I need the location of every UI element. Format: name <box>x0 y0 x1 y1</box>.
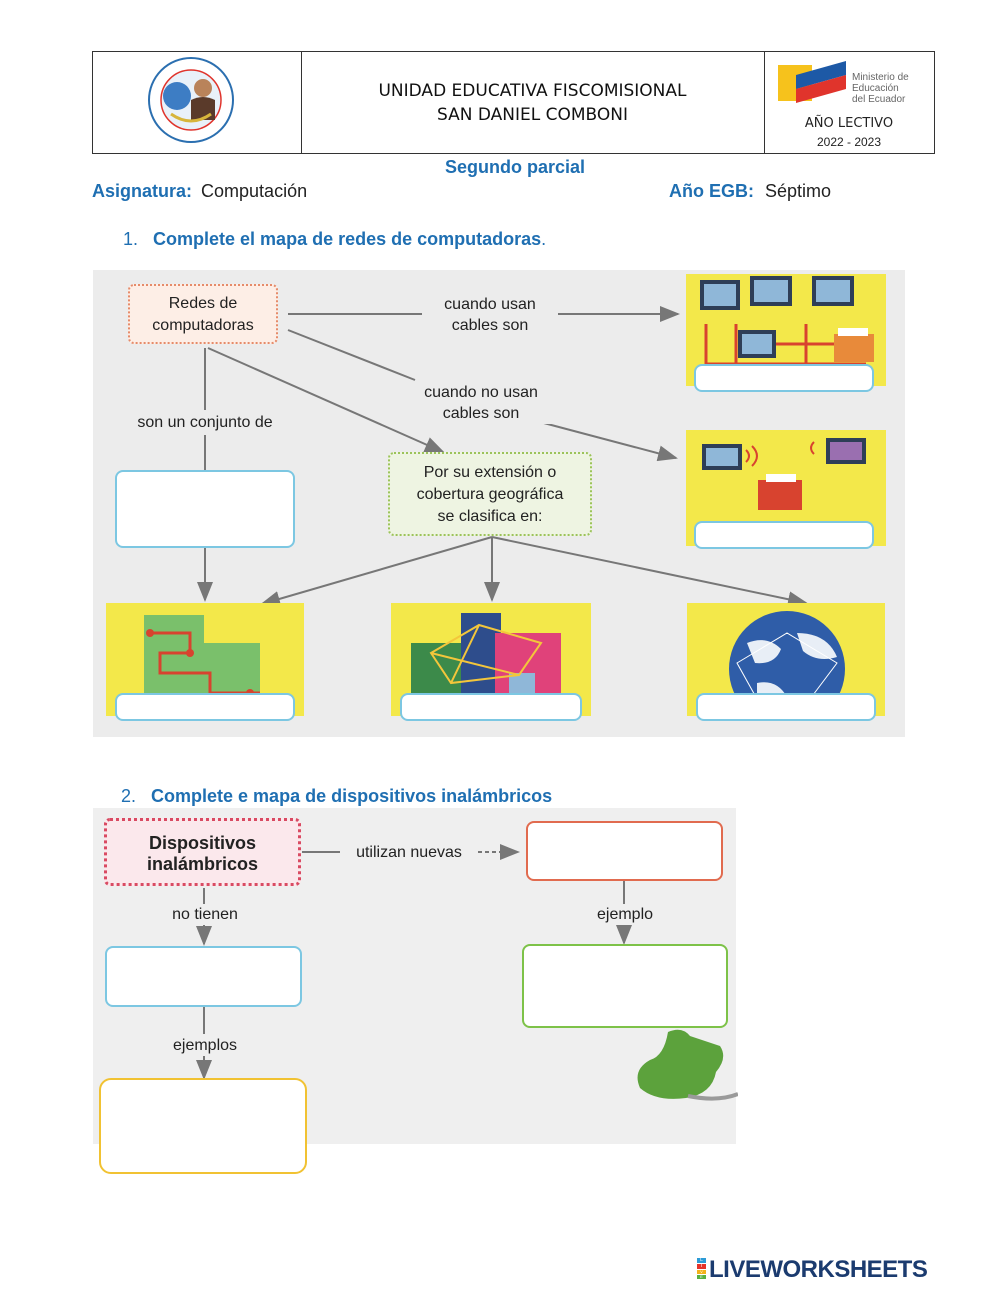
classification-line-3: se clasifica en: <box>390 506 590 528</box>
answer-man[interactable] <box>400 693 582 721</box>
answer-examples[interactable] <box>99 1078 307 1174</box>
wireless-label-line-1: cuando no usan <box>408 382 554 403</box>
wireless-label: cuando no usan cables son <box>408 382 554 424</box>
brand-mark-icon: L I V E <box>697 1258 706 1280</box>
classification-line-1: Por su extensión o <box>390 462 590 484</box>
wireless-root-line-1: Dispositivos <box>107 833 298 854</box>
answer-use-new[interactable] <box>526 821 723 881</box>
wireless-root-node: Dispositivos inalámbricos <box>104 818 301 886</box>
answer-wireless[interactable] <box>694 521 874 549</box>
no-have-label: no tienen <box>152 904 258 925</box>
use-new-label: utilizan nuevas <box>340 842 478 863</box>
answer-lan[interactable] <box>115 693 295 721</box>
wired-label: cuando usan cables son <box>422 294 558 336</box>
classification-node: Por su extensión o cobertura geográfica … <box>388 452 592 536</box>
wireless-root-line-2: inalámbricos <box>107 854 298 875</box>
examples-label: ejemplos <box>152 1035 258 1056</box>
wired-label-line-2: cables son <box>422 315 558 336</box>
classification-line-2: cobertura geográfica <box>390 484 590 506</box>
networks-root-line-2: computadoras <box>130 315 276 337</box>
answer-wan[interactable] <box>696 693 876 721</box>
wireless-label-line-2: cables son <box>408 403 554 424</box>
brand-name: LIVEWORKSHEETS <box>709 1256 927 1284</box>
networks-root-line-1: Redes de <box>130 293 276 315</box>
example-label: ejemplo <box>580 904 670 925</box>
brand-letter-4: E <box>697 1275 706 1279</box>
answer-wired[interactable] <box>694 364 874 392</box>
wired-label-line-1: cuando usan <box>422 294 558 315</box>
answer-example[interactable] <box>522 944 728 1028</box>
networks-root-node: Redes de computadoras <box>128 284 278 344</box>
thumbs-up-icon <box>618 1026 738 1106</box>
answer-no-have[interactable] <box>105 946 302 1007</box>
answer-set-of[interactable] <box>115 470 295 548</box>
set-of-label: son un conjunto de <box>112 412 298 433</box>
